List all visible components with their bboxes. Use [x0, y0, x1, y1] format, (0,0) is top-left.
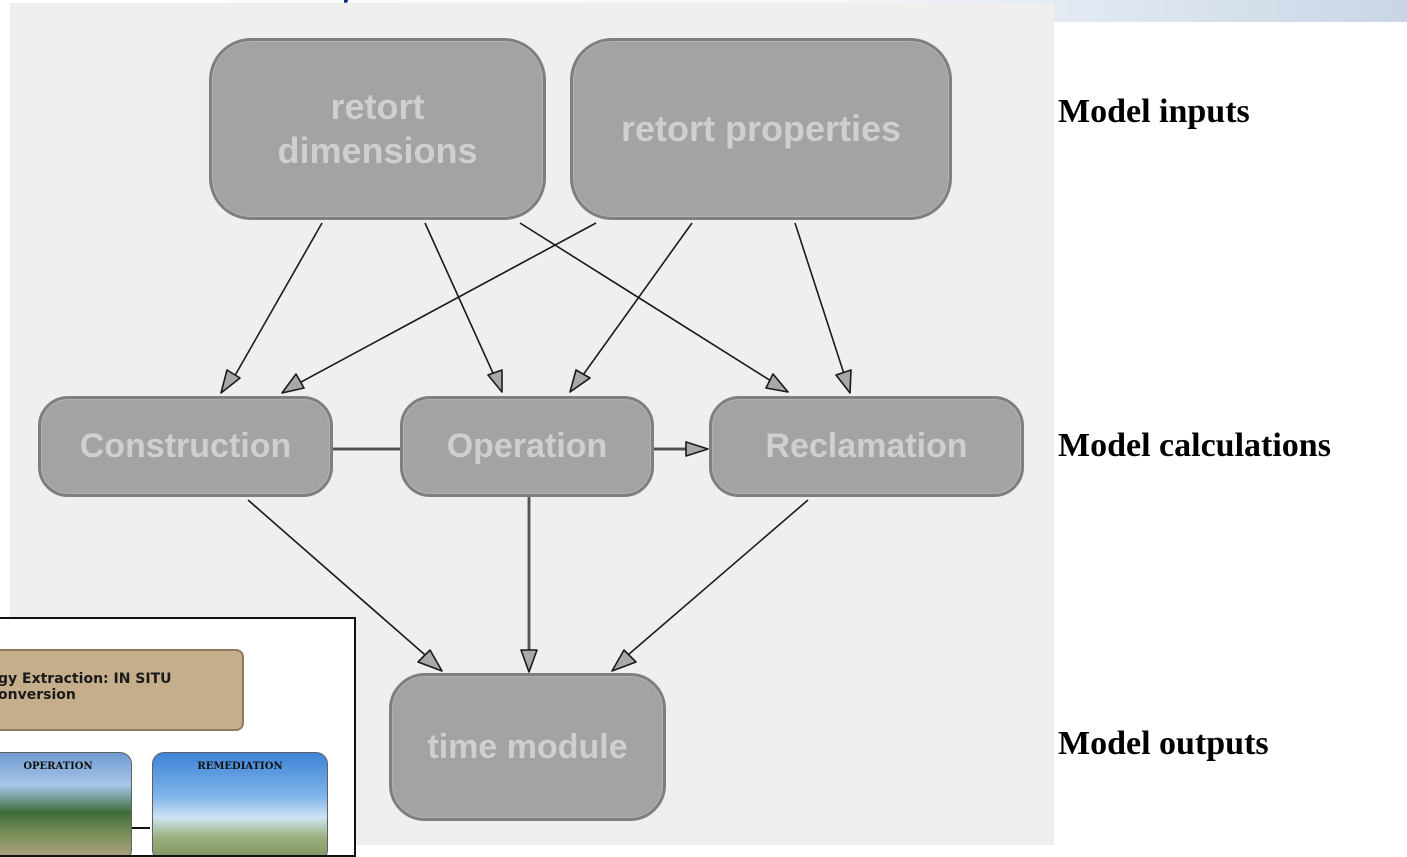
level-label-outputs: Model outputs [1058, 725, 1269, 762]
node-reclamation: Reclamation [709, 396, 1024, 497]
node-label: retort dimensions [277, 86, 478, 171]
inset-slide-thumbnail: gy Extraction: IN SITU onversion OPERATI… [0, 617, 356, 857]
node-label: time module [427, 727, 628, 766]
node-operation: Operation [400, 396, 654, 497]
node-construction: Construction [38, 396, 333, 497]
inset-card-title: OPERATION [23, 761, 93, 772]
inset-arrow [132, 827, 150, 829]
node-label: Reclamation [765, 427, 968, 465]
node-label: Construction [79, 427, 292, 465]
node-retort-properties: retort properties [570, 38, 952, 220]
inset-card-operation: OPERATION [0, 752, 132, 855]
level-label-calculations: Model calculations [1058, 427, 1331, 464]
node-label: Operation [446, 427, 608, 465]
level-label-inputs: Model inputs [1058, 93, 1250, 130]
node-retort-dimensions: retort dimensions [209, 38, 546, 220]
node-time-module: time module [389, 673, 666, 821]
inset-card-title: REMEDIATION [197, 761, 283, 772]
inset-banner: gy Extraction: IN SITU onversion [0, 649, 244, 731]
node-label: retort properties [620, 108, 902, 149]
inset-card-remediation: REMEDIATION [152, 752, 328, 855]
